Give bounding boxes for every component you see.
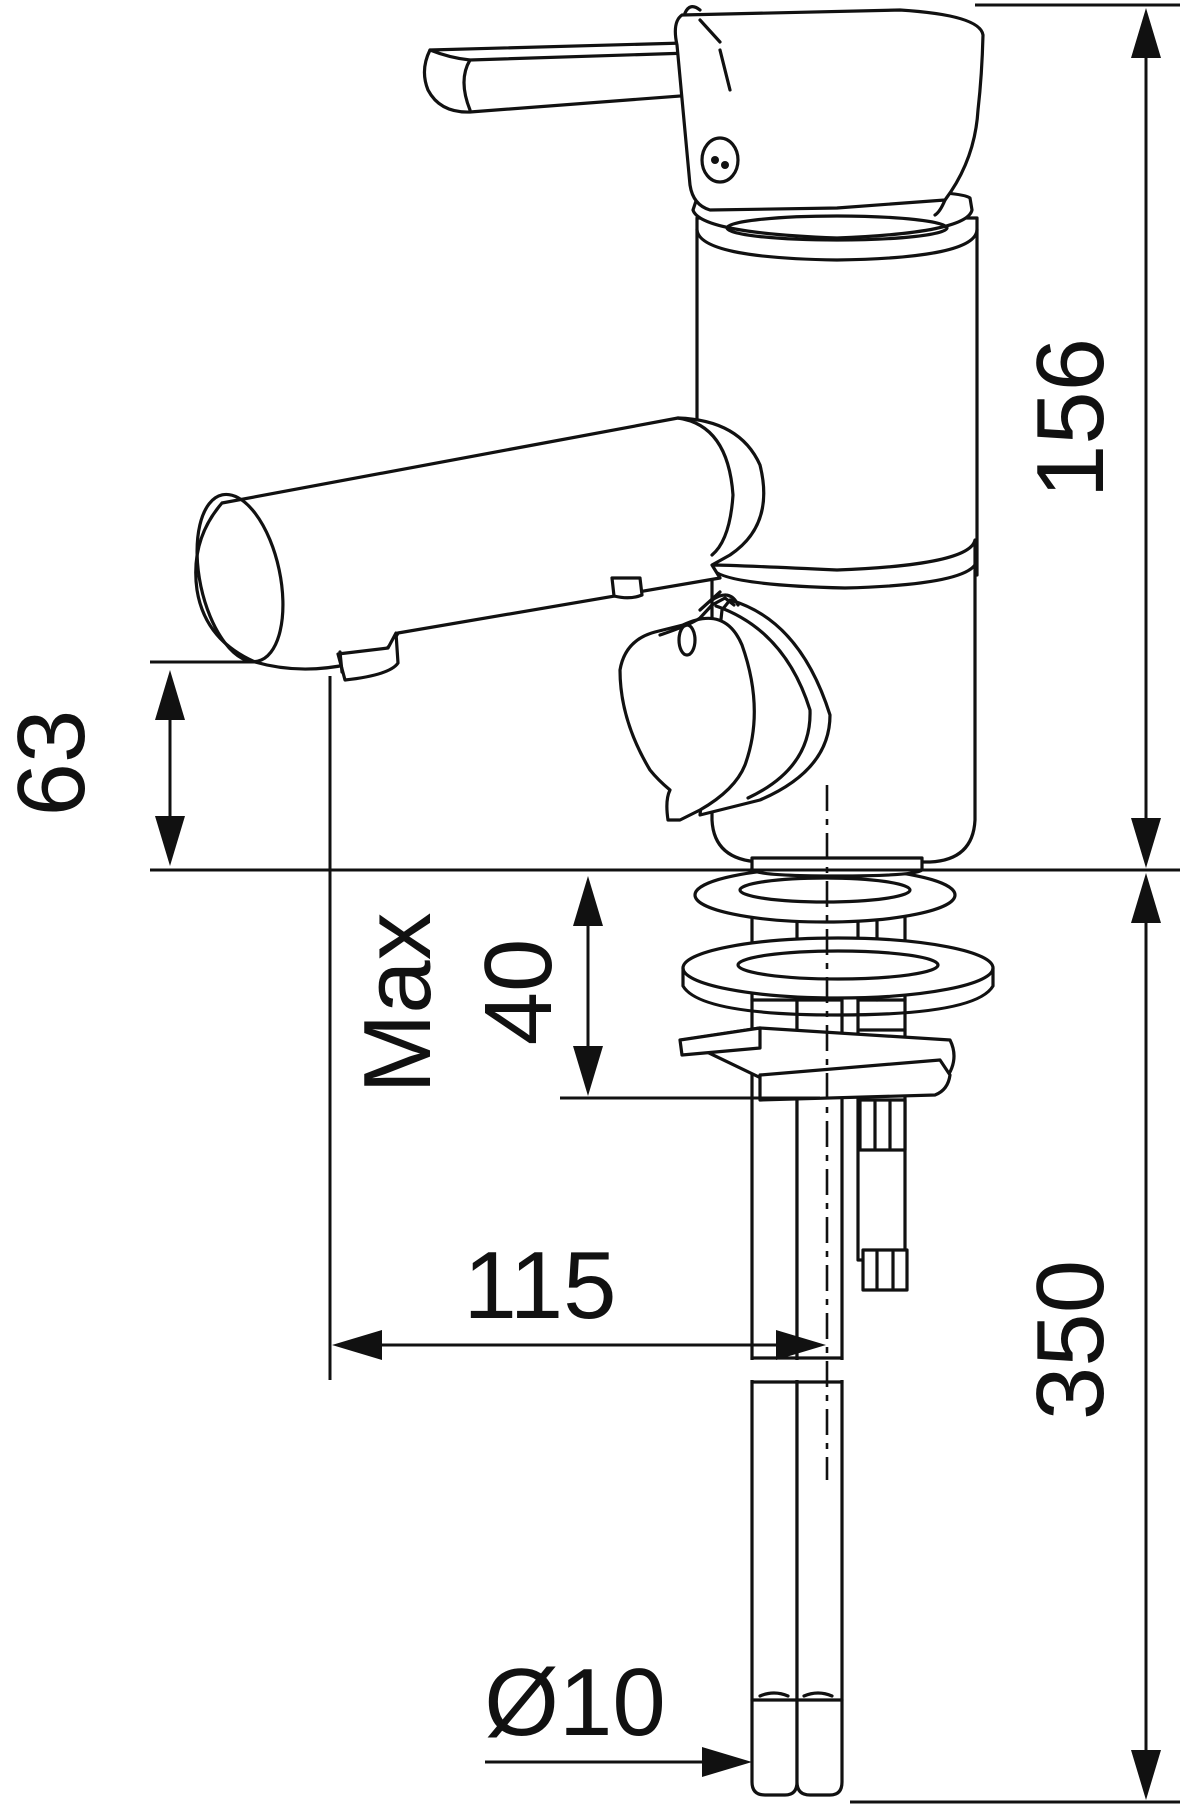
dim-max-deck-value: 40	[465, 939, 572, 1046]
lever-handle	[422, 5, 985, 217]
dim-spout-height-label: 63	[0, 710, 105, 817]
dimension-hose-length: 350	[150, 868, 1180, 1804]
dimension-hose-diameter: Ø10	[484, 1649, 752, 1777]
diverter-knob	[618, 590, 832, 822]
dimension-total-height: 156	[975, 3, 1180, 868]
spout	[194, 416, 766, 682]
mounting-hardware	[678, 866, 995, 1102]
dimension-max-deck: Max 40	[344, 876, 820, 1100]
faucet-body	[691, 188, 979, 878]
dim-reach-label: 115	[463, 1232, 616, 1339]
dim-max-deck-label: Max	[344, 912, 451, 1093]
dimension-spout-height: 63	[0, 660, 255, 866]
dim-hose-length-label: 350	[1017, 1260, 1124, 1420]
dim-total-height-label: 156	[1017, 338, 1124, 498]
dimension-reach: 115	[328, 676, 826, 1380]
hoses	[745, 998, 909, 1797]
dim-hose-diameter-label: Ø10	[484, 1649, 665, 1756]
